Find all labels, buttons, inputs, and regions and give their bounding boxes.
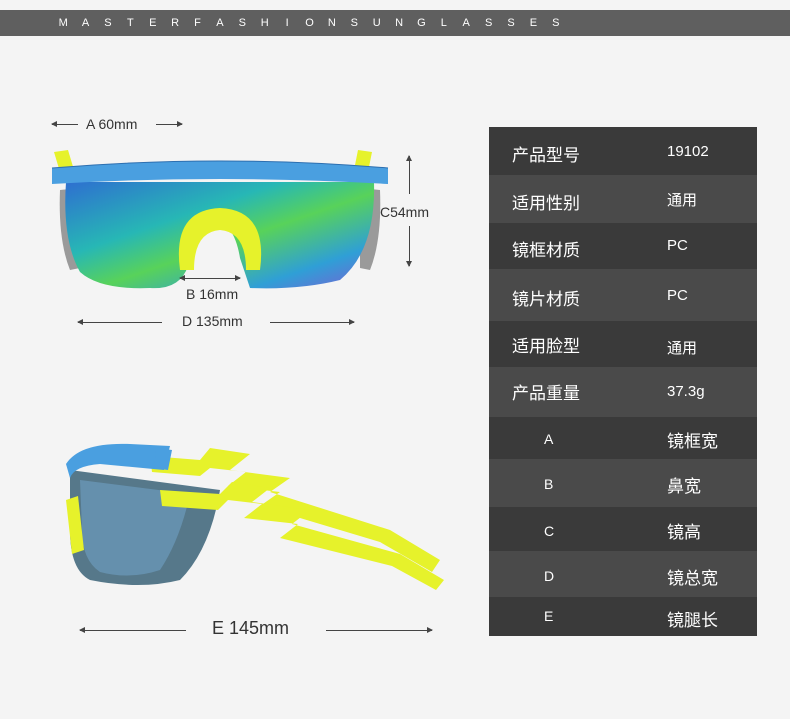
spec-value: PC (667, 237, 688, 254)
legend-name: 鼻宽 (667, 477, 701, 496)
legend-name: 镜框宽 (667, 432, 718, 451)
spec-value: PC (667, 287, 688, 304)
brand-letter: S (507, 17, 515, 29)
spec-value: 通用 (667, 340, 698, 357)
legend-row-a: A 镜框宽 (489, 417, 757, 459)
legend-row-c: C 镜高 (489, 507, 757, 551)
brand-letter: M (58, 17, 68, 29)
dim-c-label: C54mm (380, 204, 430, 220)
spec-table: 产品型号 19102 适用性别 通用 镜框材质 PC 镜片材质 PC 适用脸型 … (489, 127, 757, 636)
brand-letter: S (552, 17, 560, 29)
legend-code: A (544, 431, 554, 447)
spec-label: 镜片材质 (512, 290, 580, 309)
brand-letter: I (285, 17, 289, 29)
dim-b-label: B 16mm (186, 286, 239, 302)
front-view-glasses (51, 150, 389, 289)
spec-label: 镜框材质 (512, 241, 580, 260)
legend-code: E (544, 608, 554, 624)
dim-e-left-arrow (79, 627, 186, 633)
brand-letter: O (305, 17, 314, 29)
spec-value: 通用 (667, 192, 698, 209)
spec-value: 37.3g (667, 383, 705, 400)
dim-c-top-arrow (406, 155, 412, 194)
brand-letter: N (395, 17, 404, 29)
dim-d-right-arrow (270, 319, 355, 325)
legend-code: B (544, 476, 554, 492)
brand-letter: U (372, 17, 381, 29)
spec-value: 19102 (667, 143, 709, 160)
brand-letter: S (484, 17, 493, 29)
spec-row-model: 产品型号 19102 (489, 127, 757, 175)
dim-d-left-arrow (77, 319, 162, 325)
spec-label: 适用脸型 (512, 337, 580, 356)
legend-row-d: D 镜总宽 (489, 551, 757, 597)
brand-letter: A (81, 17, 90, 29)
brand-letter: S (350, 17, 358, 29)
brand-letter: S (238, 17, 246, 29)
legend-code: C (544, 523, 555, 539)
spec-row-lens-material: 镜片材质 PC (489, 269, 757, 321)
brand-letter: A (216, 17, 224, 29)
spec-row-weight: 产品重量 37.3g (489, 367, 757, 417)
dim-c-bottom-arrow (406, 226, 412, 267)
dim-e-right-arrow (326, 627, 433, 633)
brand-letter: H (260, 17, 269, 29)
legend-code: D (544, 568, 555, 584)
dim-b-arrow (179, 275, 241, 281)
legend-name: 镜高 (667, 523, 701, 542)
spec-label: 产品重量 (512, 384, 580, 403)
legend-row-e: E 镜腿长 (489, 597, 757, 636)
spec-label: 产品型号 (512, 146, 580, 165)
dim-e-label: E 145mm (212, 618, 290, 638)
spec-row-face-shape: 适用脸型 通用 (489, 321, 757, 367)
brand-letter: G (417, 17, 426, 29)
brand-letter: E (149, 17, 157, 29)
brand-letter: L (440, 17, 447, 29)
dim-d-label: D 135mm (182, 313, 243, 329)
spec-row-frame-material: 镜框材质 PC (489, 223, 757, 269)
legend-name: 镜总宽 (667, 569, 718, 588)
spec-row-gender: 适用性别 通用 (489, 175, 757, 223)
side-view-glasses (66, 443, 444, 590)
legend-row-b: B 鼻宽 (489, 459, 757, 507)
dim-a-right-arrow (156, 121, 183, 127)
brand-letter: A (462, 17, 470, 29)
brand-letter: F (194, 17, 201, 29)
brand-letter: E (529, 17, 538, 29)
dim-a-label: A 60mm (86, 116, 138, 132)
brand-letter: S (104, 17, 112, 29)
brand-letter: N (327, 17, 336, 29)
dim-a-left-arrow (51, 121, 78, 127)
brand-banner: M A S T E R F A S H I O N S U N G L A S … (0, 10, 790, 36)
legend-name: 镜腿长 (667, 611, 718, 630)
brand-letter: T (127, 17, 134, 29)
brand-letter: R (171, 17, 180, 29)
brand-letters: M A S T E R F A S H I O N S U N G L A S … (52, 15, 567, 31)
spec-label: 适用性别 (512, 194, 580, 213)
